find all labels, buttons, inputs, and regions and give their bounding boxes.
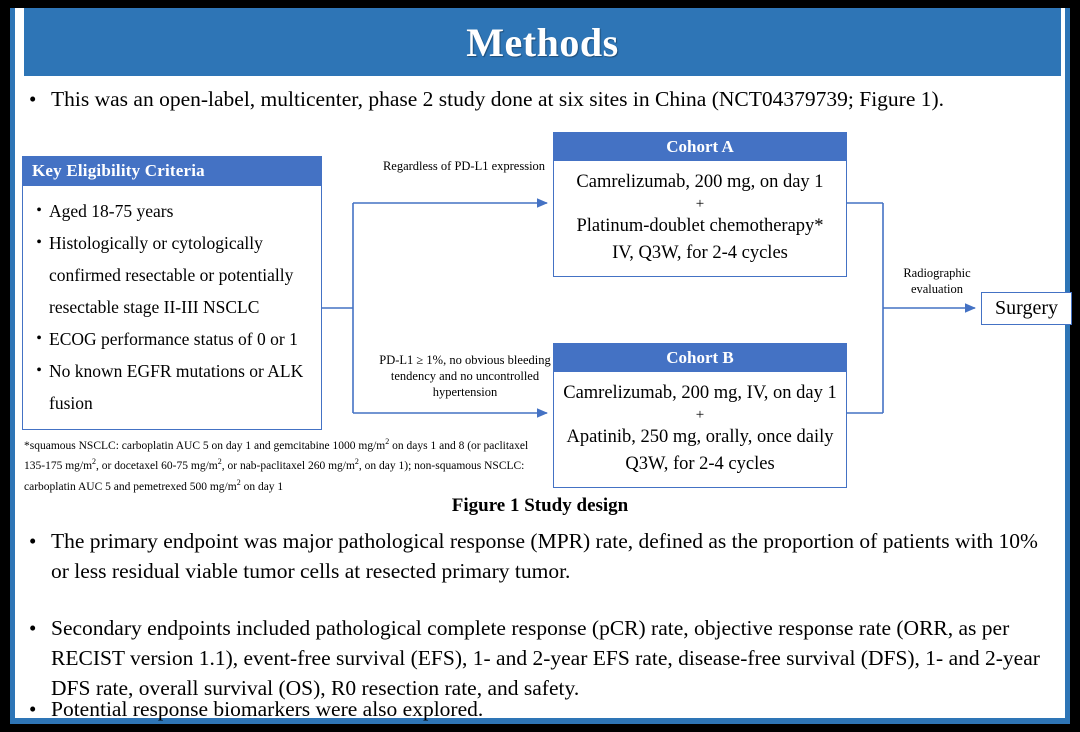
- eligibility-list: • Aged 18-75 years • Histologically or c…: [22, 186, 322, 430]
- bullet-marker: •: [29, 697, 37, 721]
- slide: Methods • This was an open-label, multic…: [10, 8, 1072, 724]
- chemotherapy-footnote: *squamous NSCLC: carboplatin AUC 5 on da…: [24, 434, 552, 495]
- cohort-b-plus: +: [695, 407, 705, 423]
- footnote-part: , or nab-paclitaxel 260 mg/m: [221, 460, 355, 473]
- bullet-marker: •: [36, 234, 42, 251]
- intro-bullet-text: This was an open-label, multicenter, pha…: [51, 87, 945, 111]
- branch-label-bottom: PD-L1 ≥ 1%, no obvious bleeding tendency…: [379, 353, 551, 399]
- list-item-label: Aged 18-75 years: [49, 201, 174, 221]
- figure-caption: Figure 1 Study design: [451, 495, 629, 516]
- cohort-b-box: Cohort B Camrelizumab, 200 mg, IV, on da…: [553, 343, 847, 488]
- cohort-b-line-2: Apatinib, 250 mg, orally, once daily: [566, 427, 834, 447]
- bullet-marker: •: [36, 202, 42, 219]
- study-design-figure: Key Eligibility Criteria • Aged 18-75 ye…: [15, 8, 1075, 724]
- list-item-label: No known EGFR mutations or ALK fusion: [49, 361, 304, 413]
- footnote-part: on day 1: [240, 480, 284, 493]
- footnote-superscript: 2: [354, 457, 359, 467]
- cohort-b-header: Cohort B: [553, 343, 847, 372]
- list-item: • No known EGFR mutations or ALK fusion: [29, 355, 313, 419]
- primary-endpoint-text: The primary endpoint was major pathologi…: [51, 529, 1038, 583]
- footnote-superscript: 2: [92, 457, 97, 467]
- cohort-a-line-3: IV, Q3W, for 2-4 cycles: [612, 243, 788, 263]
- connector-lines: [322, 198, 976, 418]
- secondary-endpoints-bullet: • Secondary endpoints included pathologi…: [29, 613, 1051, 703]
- surgery-box: Surgery: [981, 292, 1072, 325]
- slide-title-banner: Methods: [24, 8, 1061, 76]
- eligibility-criteria-box: Key Eligibility Criteria • Aged 18-75 ye…: [22, 156, 322, 430]
- bullet-marker: •: [29, 529, 37, 553]
- primary-endpoint-bullet: • The primary endpoint was major patholo…: [29, 526, 1051, 586]
- list-item-label: Histologically or cytologically confirme…: [49, 233, 294, 317]
- cohort-a-body: Camrelizumab, 200 mg, on day 1 + Platinu…: [553, 161, 847, 277]
- bullet-marker: •: [36, 362, 42, 379]
- footnote-superscript: 2: [217, 457, 222, 467]
- bullet-marker: •: [29, 616, 37, 640]
- list-item: • Histologically or cytologically confir…: [29, 227, 313, 323]
- list-item: • Aged 18-75 years: [29, 195, 313, 227]
- secondary-endpoints-text: Secondary endpoints included pathologica…: [51, 616, 1040, 700]
- cohort-b-line-3: Q3W, for 2-4 cycles: [625, 454, 775, 474]
- cohort-a-line-1: Camrelizumab, 200 mg, on day 1: [576, 172, 824, 192]
- page-title: Methods: [466, 19, 619, 65]
- cohort-b-body: Camrelizumab, 200 mg, IV, on day 1 + Apa…: [553, 372, 847, 488]
- bullet-marker: •: [29, 87, 37, 111]
- cohort-a-header: Cohort A: [553, 132, 847, 161]
- footnote-superscript: 2: [236, 477, 241, 487]
- branch-label-radiographic-evaluation: Radiographic evaluation: [903, 266, 971, 296]
- footnote-part: , on day 1); non-squamous NSCLC: carbopl…: [24, 460, 525, 493]
- surgery-label: Surgery: [995, 297, 1058, 319]
- footnote-part: *squamous NSCLC: carboplatin AUC 5 on da…: [24, 439, 386, 452]
- branch-label-top: Regardless of PD-L1 expression: [382, 159, 546, 173]
- biomarkers-text: Potential response biomarkers were also …: [51, 697, 484, 721]
- cohort-a-line-2: Platinum-doublet chemotherapy*: [576, 216, 824, 236]
- footnote-superscript: 2: [385, 437, 390, 446]
- bullet-marker: •: [36, 330, 42, 347]
- list-item: • ECOG performance status of 0 or 1: [29, 323, 313, 355]
- cohort-b-line-1: Camrelizumab, 200 mg, IV, on day 1: [563, 383, 837, 403]
- cohort-a-box: Cohort A Camrelizumab, 200 mg, on day 1 …: [553, 132, 847, 277]
- biomarkers-bullet: • Potential response biomarkers were als…: [29, 694, 1051, 724]
- cohort-a-plus: +: [695, 196, 705, 212]
- eligibility-header: Key Eligibility Criteria: [22, 156, 322, 186]
- footnote-part: on days 1 and 8 (or paclitaxel 135-175 m…: [24, 439, 529, 473]
- list-item-label: ECOG performance status of 0 or 1: [49, 329, 298, 349]
- footnote-part: , or docetaxel 60-75 mg/m: [96, 460, 218, 473]
- intro-bullet: • This was an open-label, multicenter, p…: [29, 84, 1059, 114]
